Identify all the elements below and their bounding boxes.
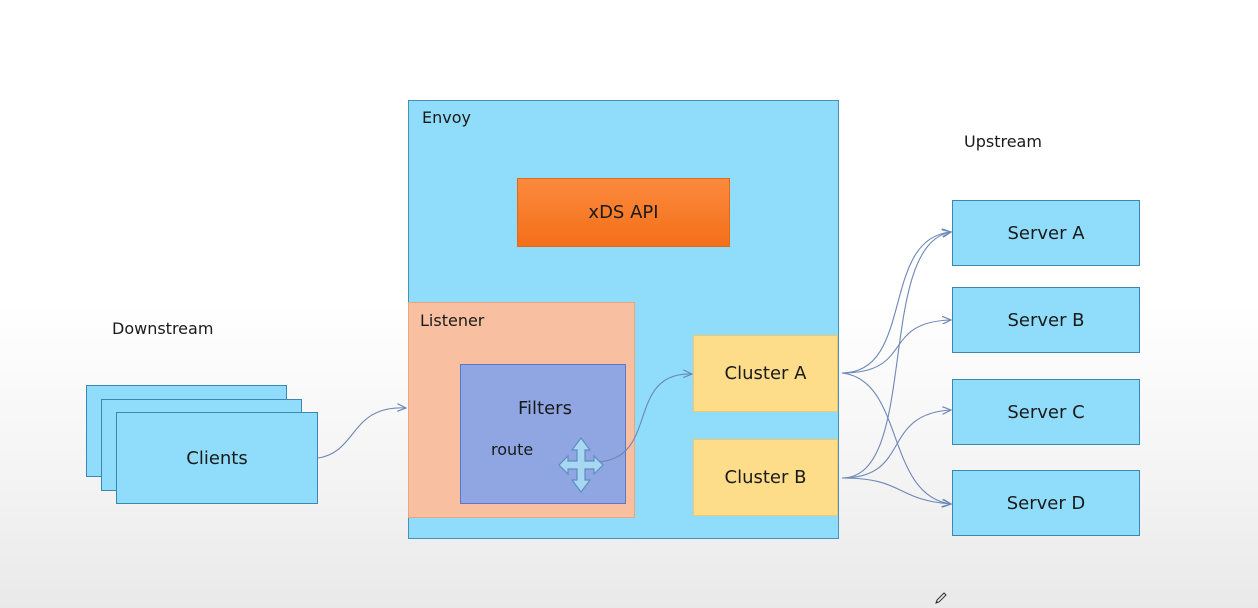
- downstream-label: Downstream: [112, 319, 214, 338]
- upstream-label: Upstream: [964, 132, 1042, 151]
- filters-title: Filters: [518, 398, 572, 419]
- connector-cluster-b-to-server-a: [841, 232, 951, 479]
- route-label: route: [491, 440, 534, 459]
- envoy-title: Envoy: [422, 108, 471, 127]
- connector-route-to-cluster-a: [597, 374, 692, 463]
- clients-box: Clients: [116, 412, 318, 504]
- connector-cluster-a-to-server-d: [841, 372, 951, 504]
- connector-cluster-a-to-server-b: [841, 320, 951, 374]
- connector-cluster-b-to-server-d: [841, 477, 951, 504]
- filters-box: [460, 364, 626, 504]
- server-b-box: Server B: [952, 287, 1140, 353]
- server-c-box: Server C: [952, 379, 1140, 445]
- connector-clients-to-listener: [317, 408, 406, 459]
- server-d-box: Server D: [952, 470, 1140, 536]
- connector-cluster-a-to-server-a: [841, 232, 951, 374]
- listener-title: Listener: [420, 311, 485, 330]
- cluster-a-box: Cluster A: [693, 335, 838, 412]
- server-a-box: Server A: [952, 200, 1140, 266]
- cluster-b-box: Cluster B: [693, 439, 838, 516]
- pencil-icon: [935, 592, 947, 604]
- four-way-arrow-icon: [558, 437, 604, 493]
- xds-api-box: xDS API: [517, 178, 730, 247]
- connector-cluster-b-to-server-c: [841, 410, 951, 479]
